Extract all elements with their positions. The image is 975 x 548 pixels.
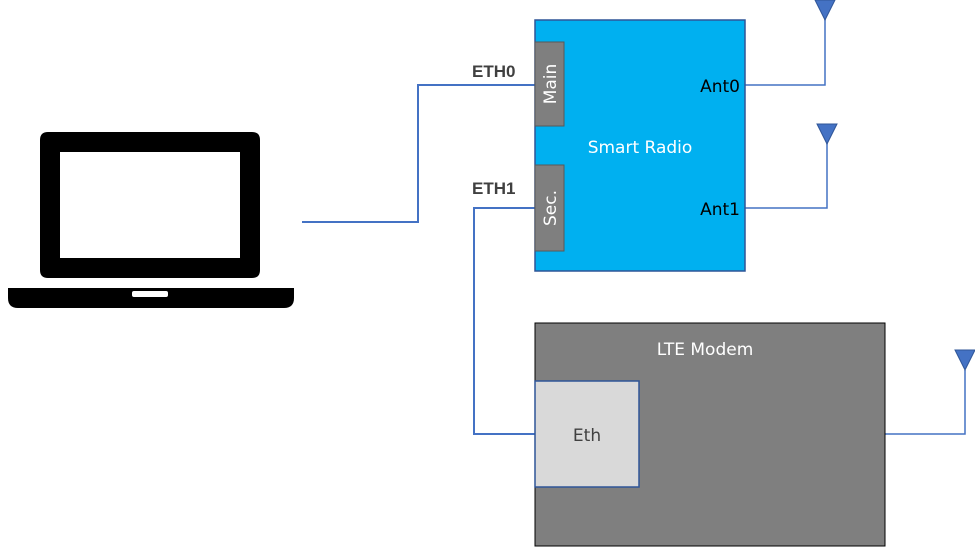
modem-eth-label: Eth [573,426,601,446]
smart-radio-title: Smart Radio [588,138,693,158]
ant1-label: Ant1 [700,200,740,220]
wire-eth0 [302,84,535,223]
antenna-icon [814,0,836,22]
antenna-icon [954,349,975,372]
wire-ant0 [745,18,826,86]
wire-ant1 [745,140,828,209]
laptop-icon [8,132,294,308]
port-sec [534,164,565,252]
wire-eth1 [473,207,535,435]
port-main-label: Main [541,64,561,105]
smart-radio-box [534,19,746,272]
antenna-icon [816,123,838,146]
modem-eth-port [534,380,640,488]
lte-modem-title: LTE Modem [657,340,754,360]
eth1-label: ETH1 [472,179,515,198]
wire-modem-ant [885,370,966,435]
ant0-label: Ant0 [700,77,740,97]
eth0-label: ETH0 [472,62,515,81]
port-main [534,41,565,127]
port-sec-label: Sec. [541,190,561,226]
